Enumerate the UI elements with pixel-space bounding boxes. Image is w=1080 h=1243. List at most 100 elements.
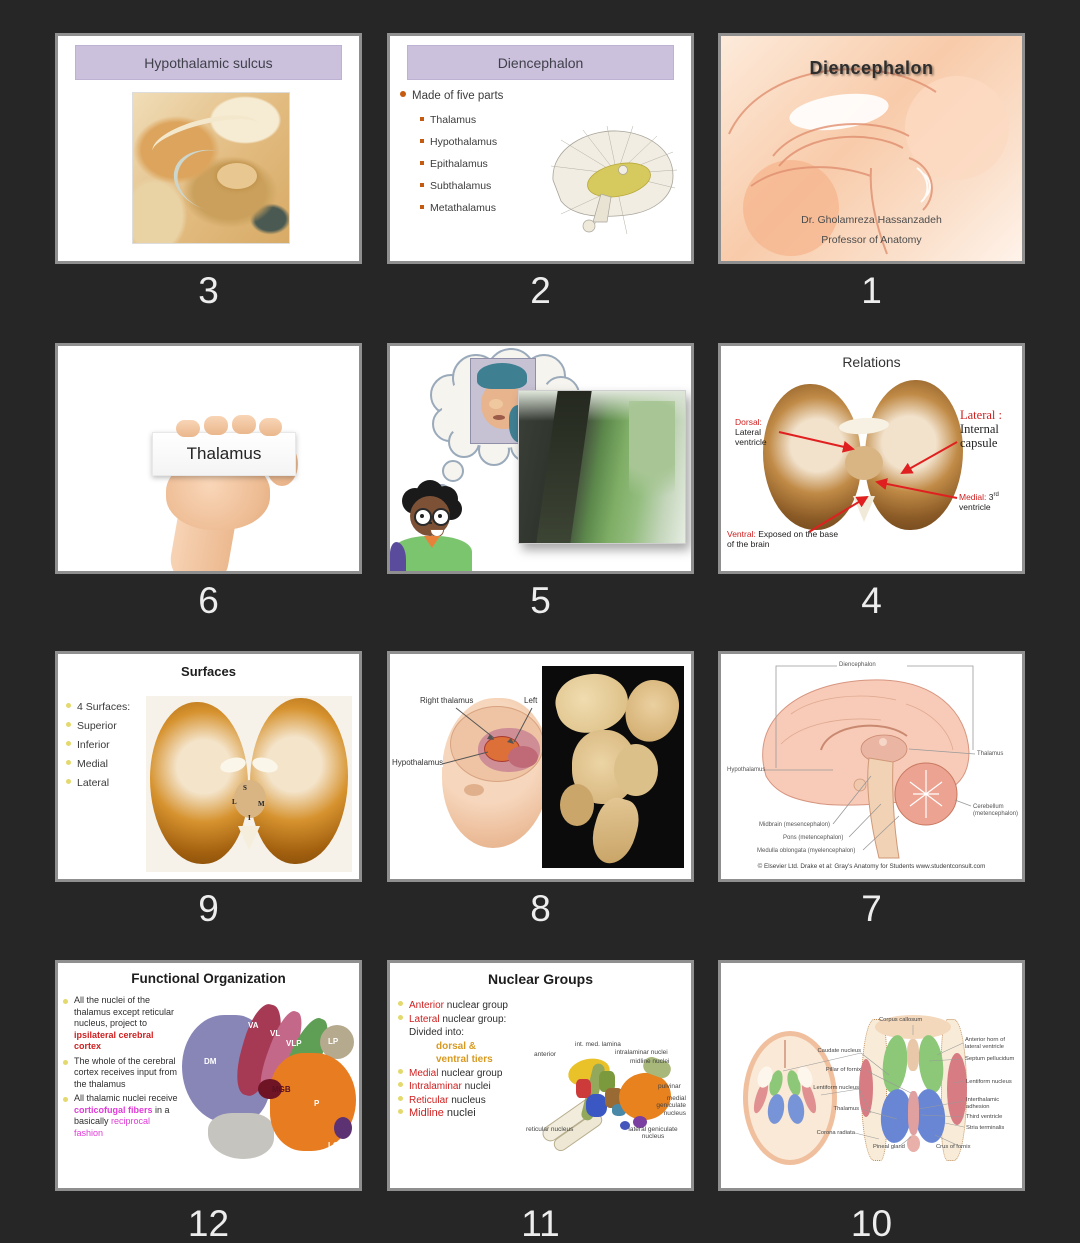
cliff-forest-photo [518, 390, 686, 544]
slide-number-5: 5 [530, 580, 551, 621]
label-hypothalamus: Hypothalamus [392, 758, 444, 768]
label-thalamus: Thalamus [833, 1106, 859, 1112]
bullet-icon [420, 205, 424, 209]
bullet-item: Hypothalamus [420, 136, 503, 148]
sagittal-brain-figure [762, 665, 976, 859]
bullet-item: Anterior nuclear group [398, 999, 508, 1013]
slide-thumbnail-10[interactable]: Corpus callosum Caudate nucleus Pillar o… [718, 960, 1025, 1191]
bullet-item: ventral tiers [436, 1054, 493, 1065]
slide-thumbnail-11[interactable]: Nuclear Groups Anterior nuclear group La… [387, 960, 694, 1191]
bullet-item: Metathalamus [420, 202, 503, 214]
slide3-title-band: Hypothalamic sulcus [75, 45, 342, 80]
slide-thumbnail-1[interactable]: Diencephalon Dr. Gholamreza Hassanzadeh … [718, 33, 1025, 264]
brain-specimen-photo-dark [542, 666, 684, 868]
slide-thumbnail-3[interactable]: Hypothalamic sulcus [55, 33, 362, 264]
label-midbrain: Midbrain (mesencephalon) [759, 822, 831, 828]
slide-number-9: 9 [198, 888, 219, 929]
bullet-icon [398, 1095, 403, 1101]
slide2-bullet-list: Made of five parts Thalamus Hypothalamus… [400, 90, 503, 214]
slide-thumbnail-12[interactable]: Functional Organization All the nuclei o… [55, 960, 362, 1191]
slide-thumbnail-4[interactable]: Relations Dorsal: Lateral ventricle Late… [718, 343, 1025, 574]
bullet-icon [398, 1082, 403, 1087]
bullet-item: Thalamus [420, 114, 503, 126]
label-midline-nuclei: midline nuclei [630, 1058, 670, 1065]
label-intralaminar-nuclei: intralaminar nuclei [615, 1049, 668, 1056]
label-corona-radiata: Corona radiata [816, 1130, 855, 1136]
label-pineal-gland: Pineal gland [873, 1144, 905, 1150]
axial-detail-large [859, 1015, 967, 1163]
label-medial: Medial: 3rd ventricle [959, 491, 999, 512]
bullet-item: dorsal & [436, 1040, 477, 1052]
slide-number-1: 1 [861, 270, 882, 311]
bullet-icon [398, 1109, 403, 1114]
brain-illustration-background [728, 68, 1009, 256]
region-label-DM: DM [204, 1057, 217, 1066]
coronal-brain-photo: S L M I [146, 696, 352, 872]
label-dorsal: Dorsal: Lateral ventricle [735, 417, 767, 447]
label-crus-of-fornix: Crus of fornix [936, 1144, 971, 1150]
slide-thumbnail-7[interactable]: Diencephalon Thalamus Hypothalamus Cereb… [718, 651, 1025, 882]
label-lentiform-nucleus-left: Lentiform nucleus [813, 1085, 859, 1091]
slide12-bullet-list: All the nuclei of the thalamus except re… [63, 995, 179, 1139]
bullet-item: Lateral nuclear group: [398, 1013, 508, 1027]
bullet-icon [63, 1097, 68, 1102]
label-caudate-nucleus: Caudate nucleus [817, 1048, 861, 1054]
label-diencephalon: Diencephalon [839, 662, 876, 668]
bullet-icon [66, 760, 71, 765]
slide4-title: Relations [842, 354, 901, 370]
label-lateral: Lateral : Internal capsule [960, 408, 1002, 450]
label-pillar-of-fornix: Pillar of fornix [825, 1067, 861, 1073]
slide-number-3: 3 [198, 270, 219, 311]
thalamus-card: Thalamus [152, 432, 296, 476]
slide2-title: Diencephalon [497, 54, 584, 71]
bullet-item: Medial [66, 755, 130, 774]
slide-thumbnail-2[interactable]: Diencephalon Made of five parts Thalamus… [387, 33, 694, 264]
bullet-item: Made of five parts [400, 90, 503, 102]
slide9-bullet-list: 4 Surfaces: Superior Inferior Medial Lat… [66, 698, 130, 793]
slide-number-2: 2 [530, 270, 551, 311]
bullet-item: Superior [66, 717, 130, 736]
slide1-author: Dr. Gholamreza Hassanzadeh [801, 214, 942, 226]
bullet-icon [398, 1014, 403, 1020]
label-anterior-horn: Anterior horn of lateral ventricle [965, 1037, 1005, 1050]
bullet-icon [398, 1068, 403, 1074]
label-stria-terminalis: Stria terminalis [966, 1125, 1005, 1131]
label-pons: Pons (metencephalon) [783, 835, 844, 841]
slide-thumbnail-6[interactable]: Thalamus [55, 343, 362, 574]
slide-thumbnail-9[interactable]: Surfaces 4 Surfaces: Superior Inferior M… [55, 651, 362, 882]
label-right-thalamus: Right thalamus [420, 696, 474, 706]
bullet-icon [400, 91, 406, 97]
slide-number-7: 7 [861, 888, 882, 929]
label-hypothalamus: Hypothalamus [727, 767, 766, 773]
slide1-author-role: Professor of Anatomy [821, 234, 922, 246]
letter-S: S [243, 784, 247, 792]
bullet-icon [398, 1001, 403, 1006]
bullet-item: Inferior [66, 736, 130, 755]
slide12-title: Functional Organization [131, 971, 286, 986]
region-label-VA: VA [248, 1021, 259, 1030]
slide-number-4: 4 [861, 580, 882, 621]
slide9-title: Surfaces [181, 664, 236, 679]
region-label-LGB: LGB [328, 1141, 345, 1150]
label-anterior: anterior [534, 1051, 557, 1058]
bullet-item: Reticular nucleus [398, 1094, 508, 1108]
label-medulla: Medulla oblongata (myelencephalon) [757, 848, 856, 854]
bullet-item: 4 Surfaces: [66, 698, 130, 717]
label-int-med-lamina: int. med. lamina [575, 1041, 621, 1048]
label-lateral-geniculate: lateral geniculate nucleus [628, 1126, 678, 1141]
slide11-bullet-list: Anterior nuclear group Lateral nuclear g… [398, 999, 508, 1121]
label-pulvinar: pulvinar [658, 1083, 681, 1090]
bullet-icon [66, 779, 71, 784]
bullet-icon [63, 999, 68, 1004]
label-ventral: Ventral: Exposed on the base of the brai… [727, 529, 839, 549]
letter-M: M [258, 800, 265, 808]
bullet-item: All thalamic nuclei receive corticofugal… [63, 1093, 179, 1139]
bullet-icon [63, 1059, 68, 1065]
sagittal-brain-diagram [550, 125, 678, 235]
slide-thumbnail-8[interactable]: Right thalamus Left Hypothalamus [387, 651, 694, 882]
label-thalamus: Thalamus [977, 751, 1004, 757]
slide-thumbnail-5[interactable] [387, 343, 694, 574]
bullet-item: Midline nuclei [398, 1107, 508, 1121]
bullet-item: Divided into: [409, 1027, 465, 1038]
bullet-icon [420, 139, 424, 143]
